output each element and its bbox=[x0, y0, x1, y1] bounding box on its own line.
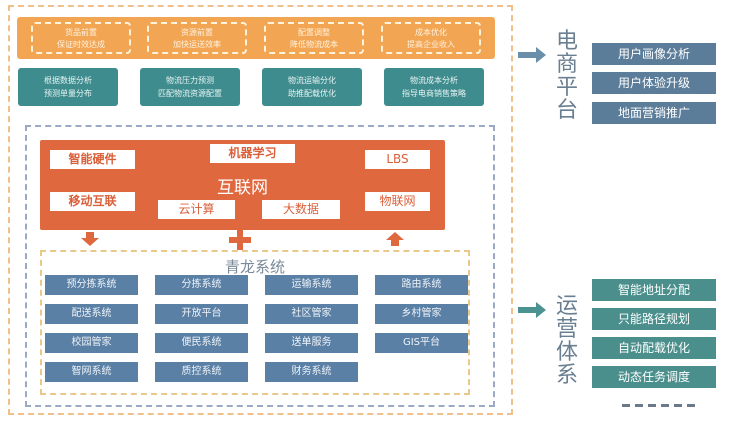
goal-line: 提高企业收入 bbox=[407, 40, 455, 49]
analytics-line: 根据数据分析 bbox=[44, 76, 92, 85]
goal-line: 保证时效达成 bbox=[57, 40, 105, 49]
operations-item: 智能地址分配 bbox=[592, 279, 716, 301]
analytics-line: 匹配物流资源配置 bbox=[158, 89, 222, 98]
qinglong-module: 社区管家 bbox=[265, 304, 358, 324]
qinglong-module: 开放平台 bbox=[155, 304, 248, 324]
goals-band: 货品前置保证时效达成 资源前置加快运送效率 配置调整降低物流成本 成本优化提高企… bbox=[17, 17, 495, 59]
qinglong-module: GIS平台 bbox=[375, 333, 468, 353]
up-arrow-icon bbox=[386, 232, 404, 246]
qinglong-module: 乡村管家 bbox=[375, 304, 468, 324]
qinglong-module: 预分拣系统 bbox=[45, 275, 138, 295]
goal-box: 成本优化提高企业收入 bbox=[381, 22, 481, 54]
arrow-right-icon bbox=[518, 302, 546, 318]
ellipsis-dot bbox=[674, 404, 682, 407]
tech-bigdata: 大数据 bbox=[262, 200, 340, 219]
qinglong-module: 校园管家 bbox=[45, 333, 138, 353]
operations-item: 动态任务调度 bbox=[592, 366, 716, 388]
ecommerce-item: 用户体验升级 bbox=[592, 72, 716, 94]
operations-item: 只能路径规划 bbox=[592, 308, 716, 330]
analytics-line: 物流压力预测 bbox=[166, 76, 214, 85]
qinglong-module: 便民系统 bbox=[155, 333, 248, 353]
connector-arrows bbox=[81, 230, 404, 250]
tech-mobile: 移动互联 bbox=[50, 192, 135, 211]
tech-ml: 机器学习 bbox=[210, 144, 295, 163]
analytics-box: 根据数据分析预测单量分布 bbox=[18, 68, 118, 106]
ellipsis-dot bbox=[635, 404, 643, 407]
ellipsis-dot bbox=[661, 404, 669, 407]
analytics-line: 指导电商销售策略 bbox=[402, 89, 466, 98]
outer-frame bbox=[8, 5, 513, 415]
tech-cloud: 云计算 bbox=[158, 200, 235, 219]
analytics-box: 物流成本分析指导电商销售策略 bbox=[384, 68, 484, 106]
analytics-box: 物流压力预测匹配物流资源配置 bbox=[140, 68, 240, 106]
goal-line: 资源前置 bbox=[181, 28, 213, 37]
analytics-line: 预测单量分布 bbox=[44, 89, 92, 98]
tech-lbs: LBS bbox=[365, 150, 430, 169]
down-arrow-icon bbox=[81, 232, 99, 246]
ecommerce-title: 电商平台 bbox=[555, 29, 578, 123]
qinglong-module: 财务系统 bbox=[265, 362, 358, 382]
qinglong-module: 智网系统 bbox=[45, 362, 138, 382]
goal-box: 资源前置加快运送效率 bbox=[147, 22, 247, 54]
plus-icon bbox=[229, 230, 251, 250]
ecommerce-item: 地面营销推广 bbox=[592, 102, 716, 124]
ecommerce-item: 用户画像分析 bbox=[592, 43, 716, 65]
analytics-line: 物流运输分化 bbox=[288, 76, 336, 85]
internet-block: 智能硬件 机器学习 LBS 互联网 移动互联 云计算 大数据 物联网 bbox=[40, 140, 445, 230]
goal-line: 配置调整 bbox=[298, 28, 330, 37]
tech-frame bbox=[25, 125, 495, 407]
qinglong-title: 青龙系统 bbox=[224, 258, 285, 276]
qinglong-module: 路由系统 bbox=[375, 275, 468, 295]
goal-box: 货品前置保证时效达成 bbox=[31, 22, 131, 54]
goal-line: 降低物流成本 bbox=[290, 40, 338, 49]
ellipsis-dot bbox=[687, 404, 695, 407]
qinglong-module: 质控系统 bbox=[155, 362, 248, 382]
goal-line: 货品前置 bbox=[65, 28, 97, 37]
operations-item: 自动配载优化 bbox=[592, 337, 716, 359]
goal-line: 成本优化 bbox=[415, 28, 447, 37]
ellipsis-dot bbox=[622, 404, 630, 407]
tech-iot: 物联网 bbox=[365, 192, 430, 211]
tech-hardware: 智能硬件 bbox=[50, 150, 135, 169]
goal-line: 加快运送效率 bbox=[173, 40, 221, 49]
arrow-right-icon bbox=[518, 47, 546, 63]
analytics-box: 物流运输分化助推配载优化 bbox=[262, 68, 362, 106]
qinglong-module: 分拣系统 bbox=[155, 275, 248, 295]
analytics-line: 助推配载优化 bbox=[288, 89, 336, 98]
qinglong-module: 送单服务 bbox=[265, 333, 358, 353]
qinglong-frame bbox=[40, 250, 470, 395]
operations-title: 运营体系 bbox=[555, 294, 578, 388]
goal-box: 配置调整降低物流成本 bbox=[264, 22, 364, 54]
internet-title: 互联网 bbox=[217, 178, 268, 198]
qinglong-module: 运输系统 bbox=[265, 275, 358, 295]
ellipsis-dot bbox=[648, 404, 656, 407]
qinglong-module: 配送系统 bbox=[45, 304, 138, 324]
analytics-line: 物流成本分析 bbox=[410, 76, 458, 85]
